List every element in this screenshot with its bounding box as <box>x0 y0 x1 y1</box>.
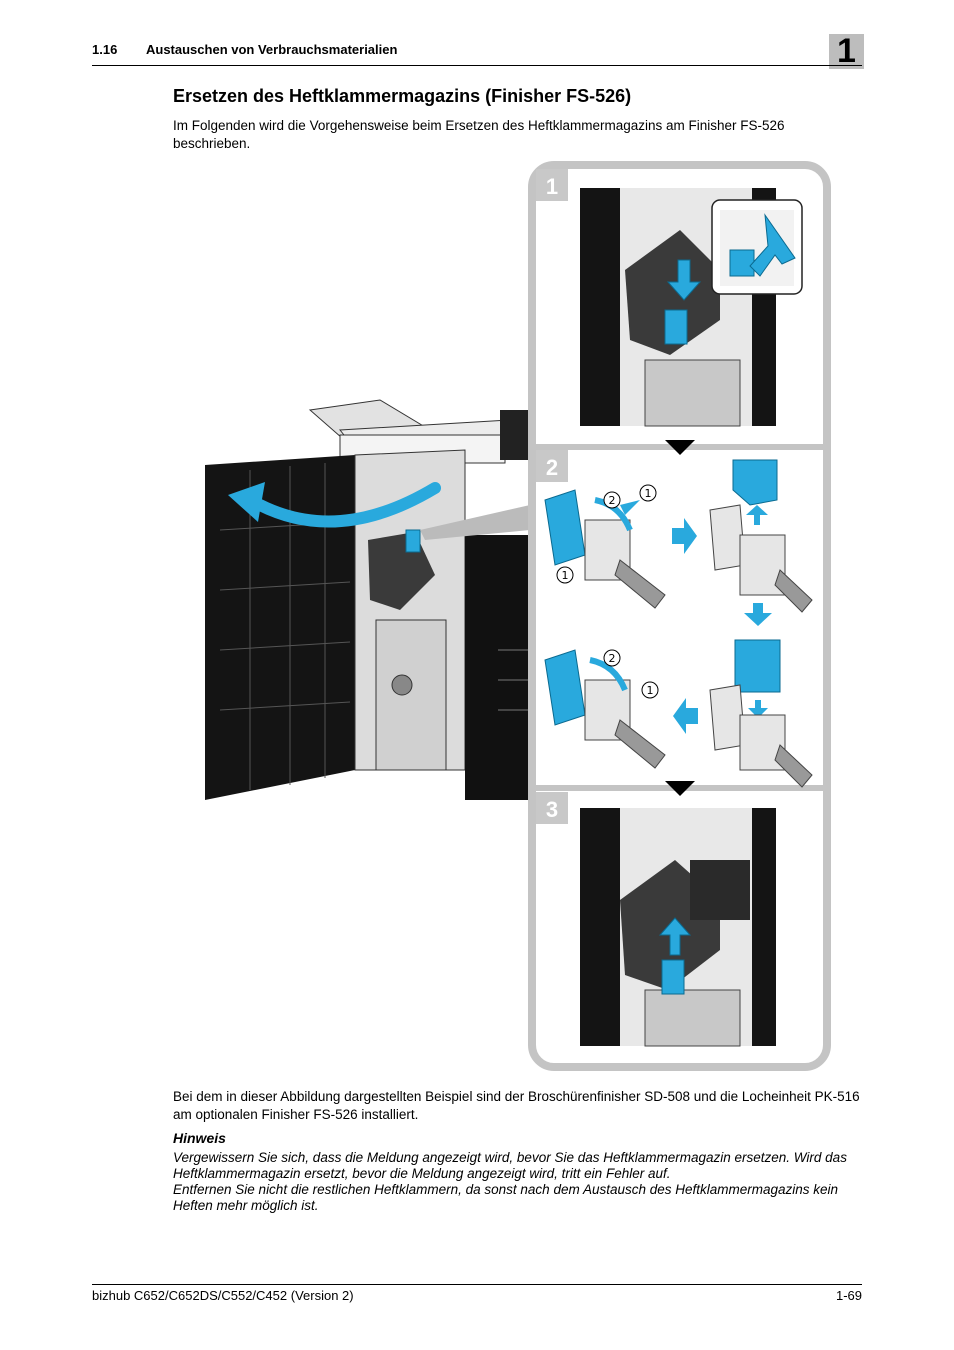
page-title: Ersetzen des Heftklammermagazins (Finish… <box>173 86 632 106</box>
footer-product: bizhub C652/C652DS/C552/C452 (Version 2) <box>92 1288 354 1303</box>
note-body: Vergewissern Sie sich, dass die Meldung … <box>173 1150 873 1214</box>
chapter-tab <box>829 34 864 69</box>
svg-text:1: 1 <box>562 569 569 582</box>
page-number: 1-69 <box>835 1288 862 1303</box>
header-rule <box>92 65 862 66</box>
footer-rule <box>92 1284 862 1285</box>
svg-text:1: 1 <box>645 487 652 500</box>
example-note-paragraph: Bei dem in dieser Abbildung dargestellte… <box>173 1089 860 1122</box>
chapter-number: 1 <box>837 32 856 70</box>
header-section-title: Austauschen von Verbrauchsmaterialien <box>146 42 398 57</box>
svg-text:1: 1 <box>647 684 654 697</box>
header-section-number: 1.16 <box>92 42 118 57</box>
step-1-number: 1 <box>546 174 558 199</box>
step-3-number: 3 <box>546 797 558 822</box>
svg-text:2: 2 <box>609 494 616 507</box>
note-line-1: Vergewissern Sie sich, dass die Meldung … <box>173 1150 847 1181</box>
intro-paragraph: Im Folgenden wird die Vorgehensweise bei… <box>173 118 785 151</box>
step-2-number: 2 <box>546 455 558 480</box>
step-2-panel: 2 2 1 1 <box>536 450 813 788</box>
step-1-panel: 1 <box>536 169 803 427</box>
finisher-overview <box>205 399 531 800</box>
step-3-panel: 3 <box>536 792 776 1047</box>
svg-text:2: 2 <box>609 652 616 665</box>
note-line-2: Entfernen Sie nicht die restlichen Heftk… <box>173 1182 839 1213</box>
note-heading: Hinweis <box>173 1130 226 1146</box>
staple-replacement-illustration: 1 2 2 1 1 <box>200 160 832 1072</box>
